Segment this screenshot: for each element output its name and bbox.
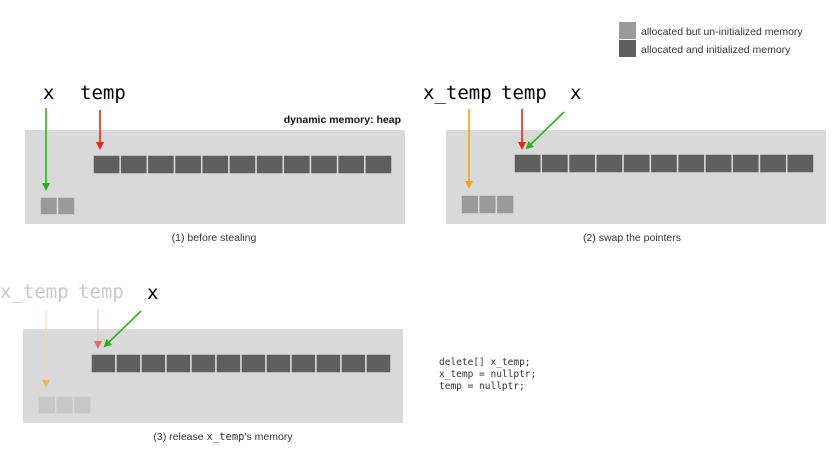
memory-cell xyxy=(540,153,570,174)
memory-cell xyxy=(315,353,342,374)
panel-caption: (2) swap the pointers xyxy=(583,232,681,244)
memory-cell xyxy=(731,153,761,174)
large-memory-block xyxy=(92,154,393,175)
memory-cell xyxy=(785,153,815,174)
var-x-temp-label: x_temp xyxy=(423,82,492,104)
heap-region xyxy=(25,130,405,224)
legend-initialized-label: allocated and initialized memory xyxy=(641,44,791,56)
var-x-label: x xyxy=(147,282,158,304)
heap-label: dynamic memory: heap xyxy=(284,114,401,126)
memory-cell xyxy=(228,154,257,175)
x-pointer-arrow xyxy=(525,111,565,150)
legend-uninitialized-label: allocated but un-initialized memory xyxy=(641,26,803,38)
var-temp-label: temp xyxy=(501,82,547,104)
memory-cell xyxy=(309,154,339,175)
var-temp-label: temp xyxy=(78,281,124,303)
memory-cell xyxy=(513,153,543,174)
panel-release-memory: x_temp temp x (3) release x_temp's memor… xyxy=(0,281,403,443)
var-x-temp-label: x_temp xyxy=(0,281,69,303)
memory-cell xyxy=(146,154,176,175)
memory-cell xyxy=(758,153,788,174)
memory-cell xyxy=(595,153,624,174)
code-line: x_temp = nullptr; xyxy=(439,369,536,380)
memory-cell xyxy=(340,353,367,374)
memory-cell xyxy=(567,153,597,174)
memory-cell xyxy=(140,353,167,374)
memory-cell xyxy=(165,353,192,374)
memory-cell xyxy=(119,154,149,175)
code-line: temp = nullptr; xyxy=(439,381,525,392)
caption-code: x_temp xyxy=(207,431,245,443)
memory-cell xyxy=(282,154,312,175)
memory-cell xyxy=(265,353,292,374)
memory-cell xyxy=(37,395,57,415)
memory-cell xyxy=(477,194,498,215)
memory-cell xyxy=(173,154,203,175)
memory-cell xyxy=(364,154,393,175)
var-temp-label: temp xyxy=(80,82,126,104)
memory-cell xyxy=(255,154,285,175)
small-memory-block xyxy=(37,395,92,415)
small-memory-block xyxy=(460,194,515,215)
memory-cell xyxy=(200,154,230,175)
caption-prefix: (3) release xyxy=(153,431,206,443)
memory-cell xyxy=(365,353,392,374)
heap-region xyxy=(23,329,403,423)
memory-cell xyxy=(649,153,679,174)
memory-cell xyxy=(676,153,706,174)
memory-cell xyxy=(622,153,652,174)
memory-cell xyxy=(704,153,733,174)
memory-cell xyxy=(115,353,142,374)
legend-uninitialized-swatch xyxy=(619,22,636,39)
code-line: delete[] x_temp; xyxy=(439,357,531,368)
memory-cell xyxy=(240,353,267,374)
panel-before-stealing: dynamic memory: heap x temp (1) before s… xyxy=(25,82,405,244)
memory-cell xyxy=(39,196,59,216)
memory-cell xyxy=(336,154,366,175)
memory-cell xyxy=(190,353,217,374)
memory-cell xyxy=(495,194,515,215)
memory-cell xyxy=(72,395,92,415)
memory-cell xyxy=(460,194,480,215)
memory-cell xyxy=(290,353,317,374)
panel-caption: (3) release x_temp's memory xyxy=(153,431,293,443)
large-memory-block xyxy=(513,153,815,174)
large-memory-block xyxy=(90,353,392,374)
memory-cell xyxy=(90,353,117,374)
small-memory-block xyxy=(39,196,76,216)
code-snippet: delete[] x_temp; x_temp = nullptr; temp … xyxy=(439,357,536,392)
x-pointer-arrow xyxy=(103,310,142,348)
memory-cell xyxy=(215,353,242,374)
var-x-label: x xyxy=(43,82,54,104)
legend-initialized-swatch xyxy=(619,40,636,57)
panel-caption: (1) before stealing xyxy=(172,232,257,244)
legend: allocated but un-initialized memory allo… xyxy=(619,22,803,57)
caption-suffix: 's memory xyxy=(244,431,293,443)
var-x-label: x xyxy=(570,82,581,104)
memory-cell xyxy=(56,196,76,216)
panel-swap-pointers: x_temp temp x (2) swap the pointers xyxy=(423,82,826,244)
memory-cell xyxy=(54,395,75,415)
memory-cell xyxy=(92,154,121,175)
